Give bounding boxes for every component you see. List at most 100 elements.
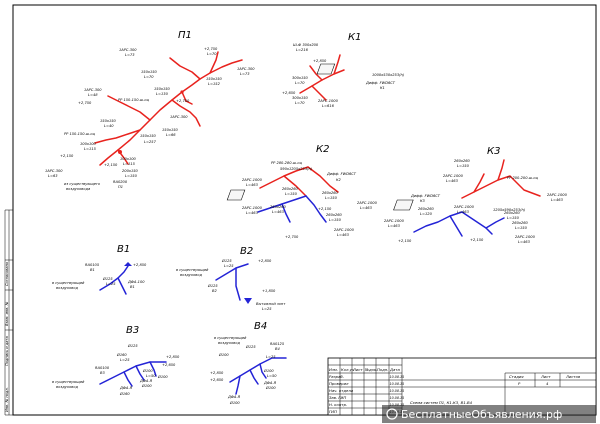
label: L=25 [224, 264, 234, 268]
label: +2,150 [60, 154, 74, 158]
label: L=150 [457, 164, 470, 168]
label: 1АРС-300 [45, 169, 63, 173]
system-b4: В4 в существующий воздуховод RA0125 В4 Ø… [210, 321, 287, 405]
label: L=216 [296, 48, 309, 52]
label: 2АРС-1000 [454, 205, 475, 209]
label: +2,750 [285, 235, 299, 239]
system-title-k2: К2 [316, 144, 329, 155]
system-title-b1: В1 [117, 244, 130, 255]
label: 260х260 [418, 207, 435, 211]
label: L=70 [144, 75, 154, 79]
label: в существующий [52, 281, 85, 285]
label: L=70 [207, 52, 217, 56]
label: 2АРС-1000 [443, 174, 464, 178]
label: L=463 [246, 183, 259, 187]
label: L=73 [125, 53, 135, 57]
label: PP 150-150-ш-оц [64, 132, 96, 136]
label: К2 [336, 178, 342, 182]
label: В4 [275, 347, 280, 351]
side-label-sign: Подпись и дата [5, 336, 9, 366]
label: 260х260 [326, 213, 343, 217]
label: L=463 [337, 233, 350, 237]
label: 590х1205х253(h) [280, 167, 313, 171]
label: 1000х530х253(h) [372, 73, 405, 77]
label: +2,150 [470, 238, 484, 242]
label: Ø100 [218, 352, 229, 357]
label: L=25 [262, 307, 272, 311]
label: 100х100 [80, 142, 97, 146]
label: 150х150 [100, 119, 117, 123]
label: +2,150 [398, 239, 412, 243]
label: L=40 [104, 124, 114, 128]
label: 150х150 [154, 87, 171, 91]
label: 260х260 [270, 205, 287, 209]
system-b1: В1 RA0105 В1 +2,850 в существующий возду… [52, 244, 147, 295]
label: L=130 [156, 92, 169, 96]
label: 260х260 [504, 211, 521, 215]
label: +2,150 [104, 163, 118, 167]
label: Ø160 [116, 352, 127, 357]
system-title-b4: В4 [254, 321, 267, 332]
label: 300х150 [292, 76, 309, 80]
label: 150х150 [162, 128, 179, 132]
label: L=463 [446, 179, 459, 183]
label: RA0125 [270, 342, 285, 346]
label: 200х150 [122, 169, 139, 173]
label: Дифф. FWD6CT [326, 172, 357, 176]
label: 150х150 [141, 70, 158, 74]
label: 2АРС-1000 [357, 201, 378, 205]
label: +1,850 [262, 289, 276, 293]
label: воздуховод [218, 341, 240, 345]
system-b3: В3 Ø125 Ø160 L=25 +2,850 +2,650 RA0100 В… [52, 325, 180, 396]
label: Ø100 [229, 400, 240, 405]
label: 150х150 [206, 77, 223, 81]
label: L=463 [388, 224, 401, 228]
label: L=25 [106, 282, 116, 286]
title-header: Дата [389, 367, 401, 372]
label: В1 [130, 285, 135, 289]
label: воздуховод [180, 273, 202, 277]
title-row: Проверил [329, 381, 349, 386]
sheet-value: 4 [546, 381, 549, 386]
side-label-inv: Инв. № подл. [5, 387, 9, 412]
label: L=63 [48, 174, 58, 178]
watermark-text: БесплатныеОбъявления.рф [401, 408, 562, 421]
system-b2: В2 в существующий воздуховод Ø125 L=25 +… [176, 246, 286, 311]
label: ДФА-Я [227, 395, 241, 399]
label: К1 [380, 86, 385, 90]
label: L=50 [267, 374, 277, 378]
label: +2,850 [258, 259, 272, 263]
label: ДФА-Я [139, 379, 153, 383]
system-k1: К1 Ш-Ф 300х200 L=216 +2,850 1000х530х253… [282, 32, 405, 108]
label: Ø125 [127, 343, 138, 348]
label: ДФА-100 [127, 280, 145, 284]
label: L=70 [295, 101, 305, 105]
label: L=150 [515, 226, 528, 230]
label: L=25 [266, 355, 276, 359]
label: 2АРС-1000 [515, 235, 536, 239]
label: L=150 [329, 218, 342, 222]
label: Ø100 [265, 385, 276, 390]
stage-value: Р [518, 381, 521, 386]
label: 2АРС-1000 [242, 178, 263, 182]
title-header: Подп. [377, 367, 389, 372]
label: 1205х590х253(h) [493, 208, 526, 212]
system-title-k1: К1 [348, 32, 361, 43]
side-label-agreed: Согласовано [5, 261, 9, 286]
label: +2,850 [210, 371, 224, 375]
stage-label: Стадия [509, 374, 524, 379]
label: PP 280-280-ш-оц [271, 161, 303, 165]
label: +2,750 [176, 99, 190, 103]
title-header: Лист [352, 367, 363, 372]
title-row: ГИП [329, 409, 337, 414]
label: L=73 [240, 72, 250, 76]
watermark-logo-icon [386, 408, 398, 420]
label: Ø125 [245, 344, 256, 349]
label: L=25 [120, 358, 130, 362]
label: Ø160 [119, 391, 130, 396]
system-k2: К2 PP 280-280-ш-оц 590х1205х253(h) Дифф.… [226, 144, 378, 239]
label: 260х260 [454, 159, 471, 163]
sheets-label: Листов [565, 374, 581, 379]
label: ДФА-Я [119, 386, 133, 390]
